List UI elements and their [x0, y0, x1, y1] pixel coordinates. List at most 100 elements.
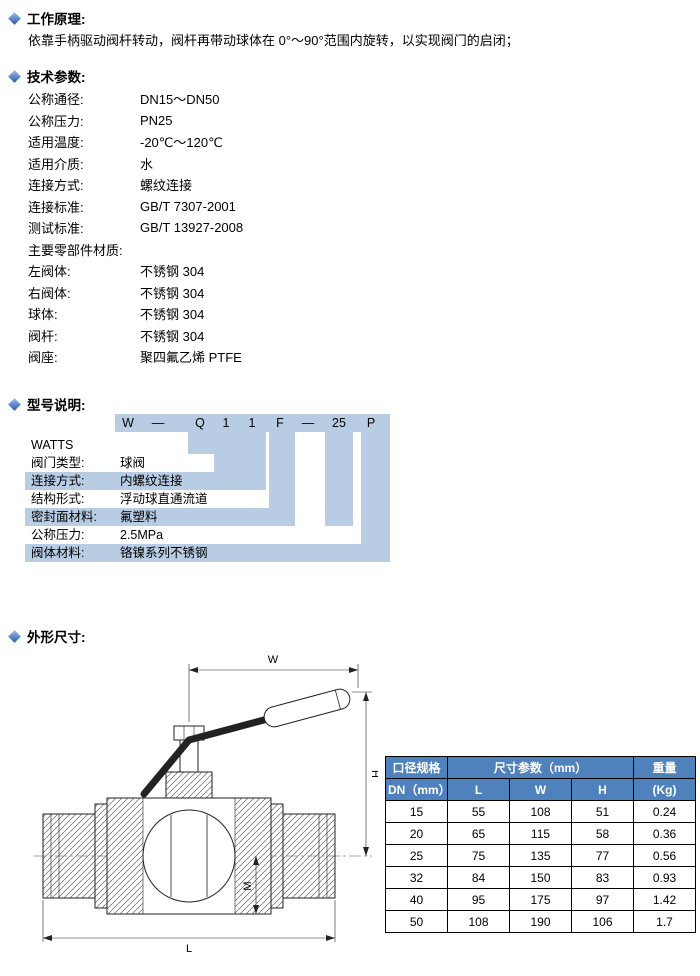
table-cell: 175 — [509, 888, 572, 911]
model-code-token: 1 — [248, 416, 256, 430]
dim-label-w: W — [268, 654, 279, 666]
dimension-m: M — [242, 856, 259, 914]
spec-row: 右阀体: 不锈钢 304 — [28, 282, 243, 304]
spec-value: 不锈钢 304 — [140, 285, 205, 301]
spec-value: 不锈钢 304 — [140, 264, 205, 280]
table-cell: 135 — [509, 844, 572, 867]
spec-row: 公称通径:DN15～DN50 — [28, 88, 243, 110]
principle-body-text: 依靠手柄驱动阀杆转动，阀杆再带动球体在 0°～90°范围内旋转，以实现阀门的启闭… — [28, 33, 519, 48]
spec-label: 主要零部件材质: — [28, 242, 123, 258]
model-code-token: 1 — [222, 416, 230, 430]
model-code-token: 25 — [332, 416, 346, 430]
table-cell: 97 — [571, 888, 634, 911]
spec-label: 阀座: — [28, 350, 58, 366]
model-connector — [188, 432, 214, 454]
dim-label-l: L — [186, 943, 192, 955]
table-cell: 190 — [509, 910, 572, 933]
model-row-label: 阀门类型: — [31, 456, 85, 470]
spec-row: 测试标准:GB/T 13927-2008 — [28, 217, 243, 239]
model-row-label: 公称压力: — [31, 528, 85, 542]
dimensions-table: 口径规格 尺寸参数（mm） 重量 DN（mm） L W H (Kg) 15 55… — [385, 756, 696, 933]
valve-handle-group — [140, 688, 351, 798]
model-row: 阀门类型: 球阀 — [25, 454, 393, 472]
table-cell: 95 — [447, 888, 510, 911]
dim-label-h: H — [369, 770, 378, 778]
model-row-value: 氟塑料 — [120, 510, 158, 524]
model-row-value: 铬镍系列不锈钢 — [120, 546, 208, 560]
table-row: 15 55 108 51 0.24 — [385, 800, 696, 823]
spec-row: 连接方式:螺纹连接 — [28, 174, 243, 196]
table-cell: 0.24 — [633, 800, 696, 823]
diamond-bullet-icon — [8, 397, 21, 411]
table-row: 25 75 135 77 0.56 — [385, 844, 696, 867]
table-cell: 108 — [509, 800, 572, 823]
model-row: 连接方式: 内螺纹连接 — [25, 472, 393, 490]
model-row-value: 球阀 — [120, 456, 146, 470]
section-heading-text: 外形尺寸: — [27, 630, 86, 645]
table-header-cell: L — [447, 778, 510, 801]
spec-label: 球体: — [28, 307, 58, 323]
table-row: 50 108 190 106 1.7 — [385, 910, 696, 933]
spec-row: 适用温度:-20℃～120℃ — [28, 131, 243, 153]
table-cell: 84 — [447, 866, 510, 889]
section-heading-text: 型号说明: — [27, 398, 86, 413]
table-cell: 0.56 — [633, 844, 696, 867]
model-code-token: — — [301, 416, 315, 430]
valve-ball — [142, 809, 236, 903]
dimension-w: W — [188, 654, 359, 722]
table-header-cell: (Kg) — [633, 778, 696, 801]
valve-body-group — [42, 725, 336, 915]
model-row-label: 密封面材料: — [31, 510, 97, 524]
spec-row: 阀杆:不锈钢 304 — [28, 325, 243, 347]
model-row-label: 结构形式: — [31, 492, 85, 506]
table-row: 32 84 150 83 0.93 — [385, 866, 696, 889]
spec-value: DN15～DN50 — [140, 92, 220, 108]
model-row-value: 内螺纹连接 — [120, 474, 183, 488]
dim-label-m: M — [242, 881, 254, 890]
table-header-cell: DN（mm） — [385, 778, 451, 801]
model-row-value: 浮动球直通流道 — [120, 492, 208, 506]
model-code-token: P — [366, 416, 376, 430]
model-row-label: 连接方式: — [31, 474, 85, 488]
table-cell: 77 — [571, 844, 634, 867]
table-cell: 58 — [571, 822, 634, 845]
section-heading-text: 技术参数: — [27, 70, 86, 85]
model-connector — [361, 432, 390, 544]
table-cell: 0.36 — [633, 822, 696, 845]
spec-value: 聚四氟乙烯 PTFE — [140, 350, 242, 366]
section-heading-dimensions: 外形尺寸: — [8, 626, 86, 646]
valve-outline-drawing: W H M L — [34, 654, 378, 955]
model-row-highlight — [25, 472, 240, 490]
spec-value: 水 — [140, 156, 154, 172]
table-cell: 25 — [385, 844, 448, 867]
spec-value: 不锈钢 304 — [140, 307, 205, 323]
diamond-bullet-icon — [8, 629, 21, 643]
table-row: 20 65 115 58 0.36 — [385, 822, 696, 845]
model-connector — [214, 432, 240, 472]
spec-label: 公称压力: — [28, 113, 84, 129]
spec-row: 球体: 不锈钢 304 — [28, 303, 243, 325]
table-cell: 150 — [509, 866, 572, 889]
diamond-bullet-icon — [8, 11, 21, 25]
model-row: 结构形式: 浮动球直通流道 — [25, 490, 393, 508]
dimension-h: H — [352, 691, 378, 856]
model-code-diagram: W — Q 1 1 F — 25 P WATTS 阀门类型: 球阀 连接方式: … — [25, 414, 393, 562]
spec-label: 连接方式: — [28, 178, 84, 194]
spec-value: -20℃～120℃ — [140, 135, 223, 151]
model-row-value: 2.5MPa — [120, 528, 164, 542]
spec-label: 测试标准: — [28, 221, 84, 237]
table-cell: 1.42 — [633, 888, 696, 911]
spec-row: 阀座: 聚四氟乙烯 PTFE — [28, 346, 243, 368]
model-row-label: 阀体材料: — [31, 546, 85, 560]
model-row: 阀体材料: 铬镍系列不锈钢 — [25, 544, 393, 562]
spec-value: 不锈钢 304 — [140, 328, 205, 344]
model-code-token: — — [151, 416, 165, 430]
table-cell: 51 — [571, 800, 634, 823]
table-cell: 65 — [447, 822, 510, 845]
table-cell: 50 — [385, 910, 448, 933]
model-row: 密封面材料: 氟塑料 — [25, 508, 393, 526]
table-cell: 32 — [385, 866, 448, 889]
table-cell: 40 — [385, 888, 448, 911]
table-header-cell: 尺寸参数（mm） — [447, 756, 634, 779]
spec-label: 右阀体: — [28, 285, 71, 301]
